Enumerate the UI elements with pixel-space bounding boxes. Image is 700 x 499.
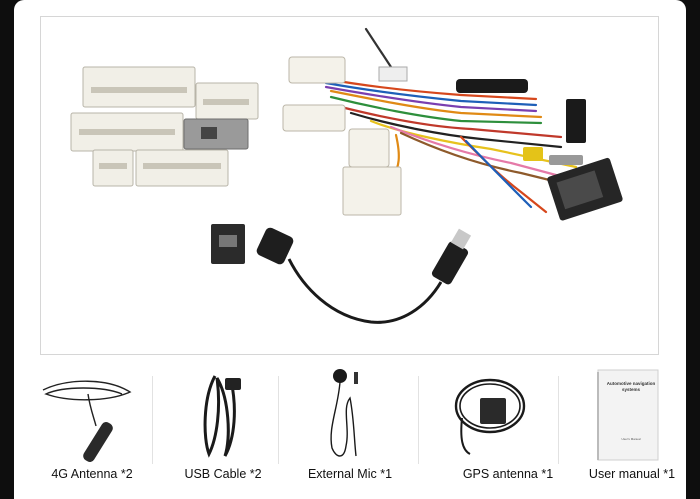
wiring-harness-illustration — [70, 27, 623, 324]
divider — [152, 376, 153, 464]
harness-photo-panel — [40, 16, 659, 355]
accessory-label-gps-antenna: GPS antenna *1 — [462, 467, 554, 481]
manual-subtitle: User's Manual — [621, 437, 641, 441]
accessory-label-user-manual: User manual *1 — [588, 467, 676, 481]
accessory-user-manual — [596, 368, 660, 466]
antenna-image — [42, 380, 132, 462]
accessory-gps-antenna — [450, 368, 530, 466]
gps-antenna-image — [454, 378, 526, 455]
microphone-image — [330, 369, 358, 457]
divider — [278, 376, 279, 464]
accessory-label-4g-antenna: 4G Antenna *2 — [51, 467, 133, 481]
accessory-usb-cable — [195, 368, 255, 466]
accessory-external-mic — [320, 368, 370, 466]
usb-cable-image — [203, 375, 241, 458]
accessory-label-usb-cable: USB Cable *2 — [184, 467, 262, 481]
manual-title: Automotive navigation systems — [606, 381, 656, 392]
accessory-label-external-mic: External Mic *1 — [307, 467, 393, 481]
divider — [418, 376, 419, 464]
accessory-4g-antenna — [38, 368, 138, 466]
divider — [558, 376, 559, 464]
manual-image — [597, 369, 659, 461]
